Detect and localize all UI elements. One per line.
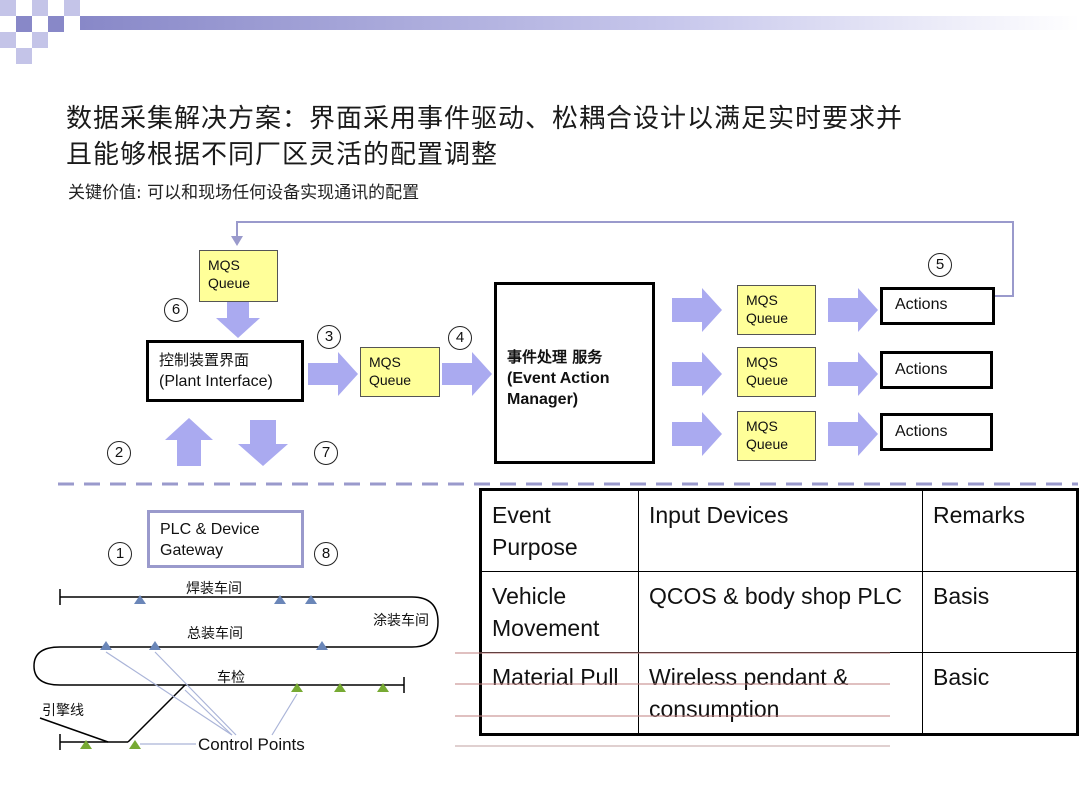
- control-point-marker: [134, 595, 146, 604]
- arrow-right-em-1: [672, 288, 722, 332]
- actions-box-1: Actions: [880, 287, 995, 325]
- control-point-marker: [100, 641, 112, 650]
- step-number-5: 5: [928, 253, 952, 277]
- feedback-line: [236, 221, 1014, 297]
- mqs-queue-right-2: MQS Queue: [737, 347, 816, 397]
- step-number-6: 6: [164, 298, 188, 322]
- header-square: [16, 16, 32, 32]
- table-cell: Material Pull: [480, 652, 639, 735]
- arrow-right-act-3: [828, 412, 878, 456]
- arrow-up-2: [165, 418, 213, 466]
- control-point-marker: [129, 740, 141, 749]
- table-row: Vehicle Movement QCOS & body shop PLC Ba…: [480, 571, 1078, 653]
- control-point-marker: [274, 595, 286, 604]
- control-point-marker: [334, 683, 346, 692]
- callout-line: [271, 693, 298, 736]
- mqs-queue-middle: MQS Queue: [360, 347, 440, 397]
- table-header-row: Event Purpose Input Devices Remarks: [480, 489, 1078, 572]
- arrow-right-act-2: [828, 352, 878, 396]
- label-paint-shop: 涂装车间: [373, 613, 429, 629]
- header-square: [0, 32, 16, 48]
- step-number-4: 4: [448, 326, 472, 350]
- callout-line: [184, 689, 233, 736]
- page-subtitle: 关键价值: 可以和现场任何设备实现通讯的配置: [68, 183, 420, 203]
- table-header-cell: Input Devices: [638, 489, 923, 572]
- arrow-down-7: [238, 420, 288, 466]
- label-weld-shop: 焊装车间: [186, 581, 242, 597]
- arrow-right-3: [308, 352, 358, 396]
- header-square: [32, 32, 48, 48]
- mqs-queue-top: MQS Queue: [199, 250, 278, 302]
- label-control-points: Control Points: [198, 735, 305, 754]
- table-header-cell: Remarks: [922, 489, 1078, 572]
- line-loop-left: [33, 646, 61, 686]
- actions-box-2: Actions: [880, 351, 993, 389]
- header-square: [48, 16, 64, 32]
- step-number-2: 2: [107, 441, 131, 465]
- header-square: [64, 0, 80, 16]
- arrow-down-6: [216, 302, 260, 338]
- feedback-arrowhead: [231, 236, 243, 246]
- callout-line: [105, 651, 233, 736]
- mqs-queue-right-3: MQS Queue: [737, 411, 816, 461]
- header-bar: [80, 16, 1080, 30]
- step-number-8: 8: [314, 542, 338, 566]
- label-inspection: 车检: [217, 670, 245, 686]
- page-title-line-2: 且能够根据不同厂区灵活的配置调整: [66, 140, 499, 170]
- arrow-right-act-1: [828, 288, 878, 332]
- control-point-marker: [291, 683, 303, 692]
- step-number-1: 1: [108, 542, 132, 566]
- page-title-line-1: 数据采集解决方案：界面采用事件驱动、松耦合设计以满足实时要求并: [66, 104, 904, 134]
- header-square: [0, 0, 16, 16]
- plant-interface-box: 控制装置界面 (Plant Interface): [146, 340, 304, 402]
- event-action-manager-box: 事件处理 服务 (Event Action Manager): [494, 282, 655, 464]
- callout-line: [154, 651, 237, 736]
- line-loop-right: [411, 596, 439, 648]
- arrow-right-4: [442, 352, 492, 396]
- arrow-right-em-3: [672, 412, 722, 456]
- table-cell: Vehicle Movement: [480, 571, 639, 653]
- actions-box-3: Actions: [880, 413, 993, 451]
- label-engine-line: 引擎线: [42, 703, 84, 719]
- line-engine-feed: [39, 717, 109, 743]
- table-header-cell: Event Purpose: [480, 489, 639, 572]
- step-number-7: 7: [314, 441, 338, 465]
- table-row: Material Pull Wireless pendant & consump…: [480, 652, 1078, 735]
- control-point-marker: [316, 641, 328, 650]
- table-cell: Basic: [922, 652, 1078, 735]
- label-assembly-shop: 总装车间: [187, 626, 243, 642]
- control-point-marker: [149, 641, 161, 650]
- table-cell: Wireless pendant & consumption: [638, 652, 923, 735]
- event-purpose-table: Event Purpose Input Devices Remarks Vehi…: [479, 488, 1079, 736]
- header-decoration: [0, 0, 1080, 64]
- control-point-marker: [377, 683, 389, 692]
- arrow-right-em-2: [672, 352, 722, 396]
- header-square: [16, 48, 32, 64]
- line-connector: [127, 684, 186, 743]
- header-square: [32, 0, 48, 16]
- mqs-queue-right-1: MQS Queue: [737, 285, 816, 335]
- control-point-marker: [80, 740, 92, 749]
- control-point-marker: [305, 595, 317, 604]
- table-cell: Basis: [922, 571, 1078, 653]
- plc-gateway-box: PLC & Device Gateway: [147, 510, 304, 568]
- step-number-3: 3: [317, 325, 341, 349]
- table-cell: QCOS & body shop PLC: [638, 571, 923, 653]
